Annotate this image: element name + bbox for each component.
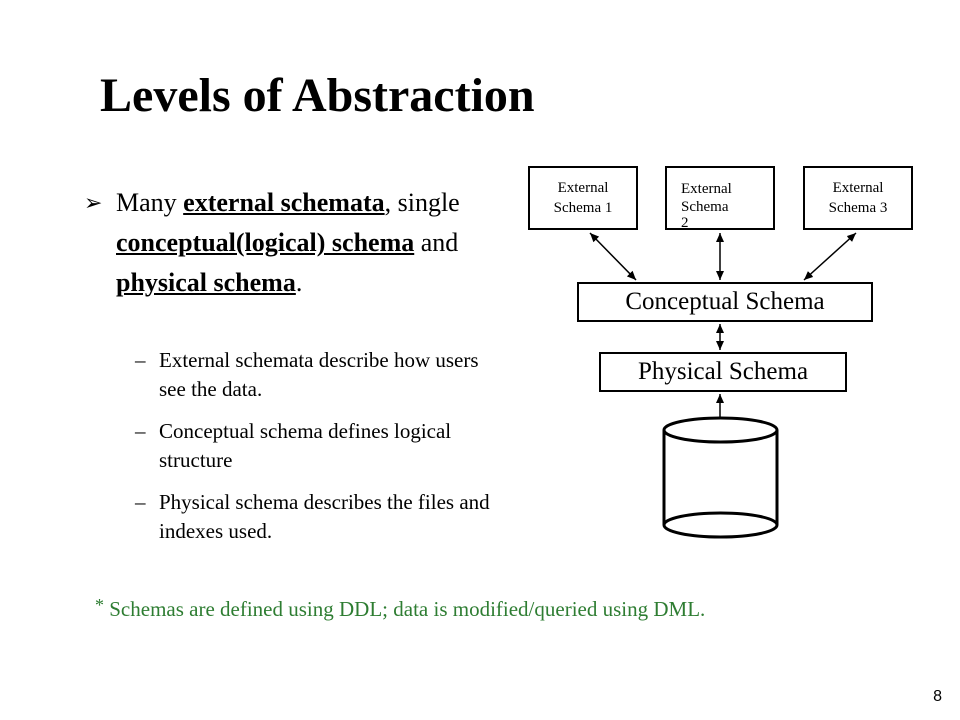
bullet-part: and	[414, 228, 459, 257]
sub-bullet-item: –External schemata describe how users se…	[135, 346, 495, 404]
footnote-text: Schemas are defined using DDL; data is m…	[109, 597, 706, 621]
sub-bullet-item: –Conceptual schema defines logical struc…	[135, 417, 495, 475]
bullet-part-underlined: conceptual(logical) schema	[116, 228, 415, 257]
bullet-part-underlined: external schemata	[183, 188, 385, 217]
sub-bullet-item: –Physical schema describes the files and…	[135, 488, 495, 546]
external-schema-2-label-line2: Schema	[681, 199, 729, 215]
dash-bullet-icon: –	[135, 419, 146, 443]
dash-bullet-icon: –	[135, 490, 146, 514]
external-schema-3-label: External Schema 3	[828, 180, 888, 216]
sub-bullet-text: External schemata describe how users see…	[159, 348, 479, 401]
bullet-part: Many	[116, 188, 184, 217]
external-schema-2-label-line3: 2	[681, 215, 689, 231]
page-number: 8	[933, 688, 942, 705]
sub-bullet-text: Physical schema describes the files and …	[159, 490, 490, 543]
slide-title: Levels of Abstraction	[100, 69, 535, 122]
database-cylinder-icon	[662, 416, 779, 539]
footnote: * Schemas are defined using DDL; data is…	[95, 595, 705, 622]
arrow-ext1-conceptual	[589, 232, 637, 281]
physical-schema-label: Physical Schema	[637, 358, 809, 385]
dash-bullet-icon: –	[135, 348, 146, 372]
footnote-asterisk: *	[95, 595, 104, 615]
arrow-ext3-conceptual	[803, 232, 857, 281]
external-schema-1-box: External Schema 1	[528, 166, 638, 230]
bullet-part: , single	[384, 188, 460, 217]
external-schema-2-label-line1: External	[681, 181, 732, 197]
main-bullet-text: Many external schemata, single conceptua…	[116, 183, 484, 303]
bullet-part-underlined: physical schema	[116, 268, 296, 297]
main-bullet: ➢ Many external schemata, single concept…	[84, 183, 484, 303]
arrow-bullet-icon: ➢	[84, 190, 103, 215]
external-schema-3-box: External Schema 3	[803, 166, 913, 230]
bullet-part: .	[295, 268, 303, 297]
external-schema-2-box: External Schema 2	[665, 166, 775, 231]
physical-schema-box: Physical Schema	[599, 352, 847, 392]
sub-bullet-text: Conceptual schema defines logical struct…	[159, 419, 452, 472]
sub-bullet-list: –External schemata describe how users se…	[135, 346, 495, 559]
conceptual-schema-box: Conceptual Schema	[577, 282, 873, 322]
conceptual-schema-label: Conceptual Schema	[625, 288, 825, 315]
external-schema-1-label: External Schema 1	[553, 180, 613, 216]
